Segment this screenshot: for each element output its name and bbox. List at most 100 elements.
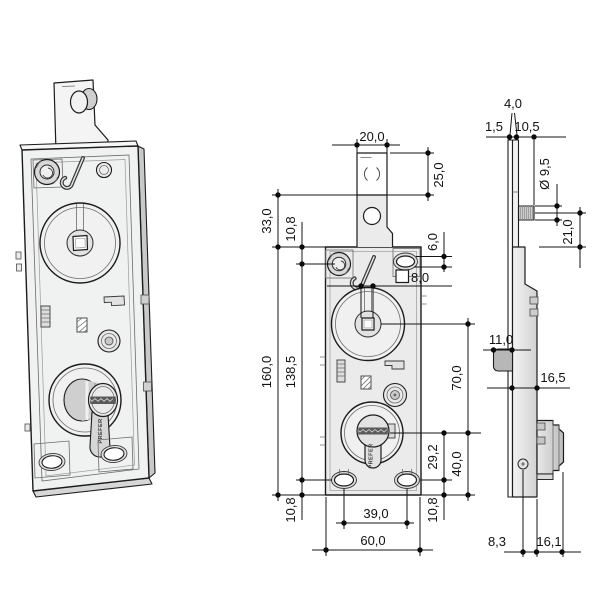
screw-head <box>39 164 55 180</box>
dim-label-body-depth: 16,5 <box>540 370 565 385</box>
oval-hole-3d <box>103 447 125 461</box>
square-hole-inner <box>75 237 86 249</box>
edge-notch <box>16 263 22 272</box>
bottom-hole-left <box>333 473 355 487</box>
hatch-lines <box>360 375 372 390</box>
knob-ring <box>101 333 117 349</box>
knob-center <box>104 336 114 346</box>
latch-bolt-side <box>492 348 514 372</box>
dim-label-square-hole: 8,0 <box>411 270 429 285</box>
spring-hook-highlight <box>71 157 84 185</box>
dim-label-tab-upper: 25,0 <box>431 162 446 187</box>
dim-label-spindle-to-cylinder: 70,0 <box>449 365 464 390</box>
oval-pocket-3d <box>33 440 71 479</box>
square-spindle-hole <box>361 317 375 331</box>
dim-label-latch-protrusion: 11,0 <box>489 332 513 347</box>
tab-upper-section <box>356 152 388 196</box>
housing-notch <box>536 436 546 445</box>
pin-knurling <box>520 206 533 220</box>
hatched-plate <box>360 375 372 390</box>
keyway-3d <box>90 396 116 404</box>
tab-break-mark <box>61 85 76 87</box>
dim-label-body-width: 60,0 <box>360 533 385 548</box>
dim-label-tab-width: 20,0 <box>359 129 384 144</box>
dim-label-slot-height: 6,0 <box>425 233 440 251</box>
spring-coils <box>337 363 345 377</box>
edge-notch <box>15 251 22 260</box>
view-front: PREFER <box>320 152 427 496</box>
brand-text-3d: PREFER <box>98 418 104 443</box>
dim-label-hole-spacing: 39,0 <box>363 506 388 521</box>
dim-label-pin-diameter: Ø 9,5 <box>537 158 552 190</box>
screw-thread <box>329 253 349 275</box>
key-serration <box>358 428 388 433</box>
spring-coils <box>41 309 50 323</box>
square-symbol <box>395 269 410 284</box>
top-right-hole-inner <box>99 165 109 175</box>
housing-edges <box>552 420 560 474</box>
dim-label-plate-thickness: 1,5 <box>485 119 503 134</box>
optional-hole-mark <box>364 167 368 181</box>
spring-hook-highlight <box>61 177 73 189</box>
dims-front: 20,0 25,0 33,0 10,8 160,0 138,5 10,8 6,0… <box>259 129 481 556</box>
tab-pin-hole <box>362 206 382 226</box>
dim-label-tab-thickness: 4,0 <box>504 96 522 111</box>
top-slot-hole <box>395 255 416 268</box>
key-serration <box>90 397 114 402</box>
dim-label-pin-length: 10,5 <box>514 119 539 134</box>
stepped-latch <box>384 360 405 370</box>
pin-3d-face <box>69 90 89 114</box>
edge-notch-marks <box>320 295 427 446</box>
side-screw-center <box>521 462 525 466</box>
knob-ring <box>386 386 404 404</box>
dim-dots-front <box>275 142 471 553</box>
dim-label-tab-to-body: 33,0 <box>259 208 274 233</box>
face-plate-side <box>507 139 514 498</box>
clip-tab-side <box>529 308 539 317</box>
dim-label-bottom-offset-right: 10,8 <box>425 497 440 522</box>
dim-label-axis-span: 138,5 <box>283 356 298 389</box>
dim-label-pin-to-body: 21,0 <box>560 219 575 244</box>
edge-clip <box>143 381 152 392</box>
top-right-hole-3d <box>95 161 113 179</box>
case-inner-tray <box>30 154 140 482</box>
hatch-lines <box>76 317 88 333</box>
square-spindle-hole-3d <box>72 234 89 252</box>
tab-lower-outline <box>356 195 394 247</box>
brand-text-front: PREFER <box>369 443 375 468</box>
dim-label-body-height: 160,0 <box>259 356 274 389</box>
screw-slot <box>42 167 54 179</box>
dims-side: 4,0 1,5 10,5 Ø 9,5 21,0 11,0 16,5 8,3 16… <box>483 96 586 557</box>
clip-tab-side <box>529 296 539 305</box>
housing-notch <box>536 422 546 431</box>
knob-dot <box>393 393 397 397</box>
stepped-latch-3d <box>103 295 125 307</box>
spring-bar-3d <box>40 305 51 328</box>
housing-flange <box>536 473 554 480</box>
keyway <box>358 427 388 435</box>
view-side <box>492 139 565 498</box>
dim-label-top-offset: 10,8 <box>283 216 298 241</box>
dim-label-bottom-offset-left: 10,8 <box>283 497 298 522</box>
dim-label-cyl-to-hole: 29,2 <box>425 444 440 469</box>
bottom-hole-right <box>396 473 418 487</box>
screw-thread <box>36 160 58 185</box>
square-hole-inner <box>363 319 373 329</box>
oval-pocket-3d <box>97 436 134 473</box>
tab-side <box>511 139 520 248</box>
oval-hole-3d <box>41 455 63 469</box>
dim-label-cylinder-protrusion: 16,1 <box>536 534 561 549</box>
edge-notch <box>24 423 31 432</box>
view-3d-perspective: PREFER <box>15 79 156 498</box>
spring-hook-highlight <box>361 256 375 286</box>
case-inner-rim <box>329 251 417 491</box>
optional-hole-mark <box>376 167 380 181</box>
case-inner-line <box>35 159 135 477</box>
extension-lines-side <box>486 112 586 557</box>
dim-label-cyl-to-bottom: 40,0 <box>449 451 464 476</box>
dim-label-screw-offset: 8,3 <box>488 534 506 549</box>
dim-dots-side <box>490 134 583 555</box>
edge-clip <box>140 294 150 305</box>
